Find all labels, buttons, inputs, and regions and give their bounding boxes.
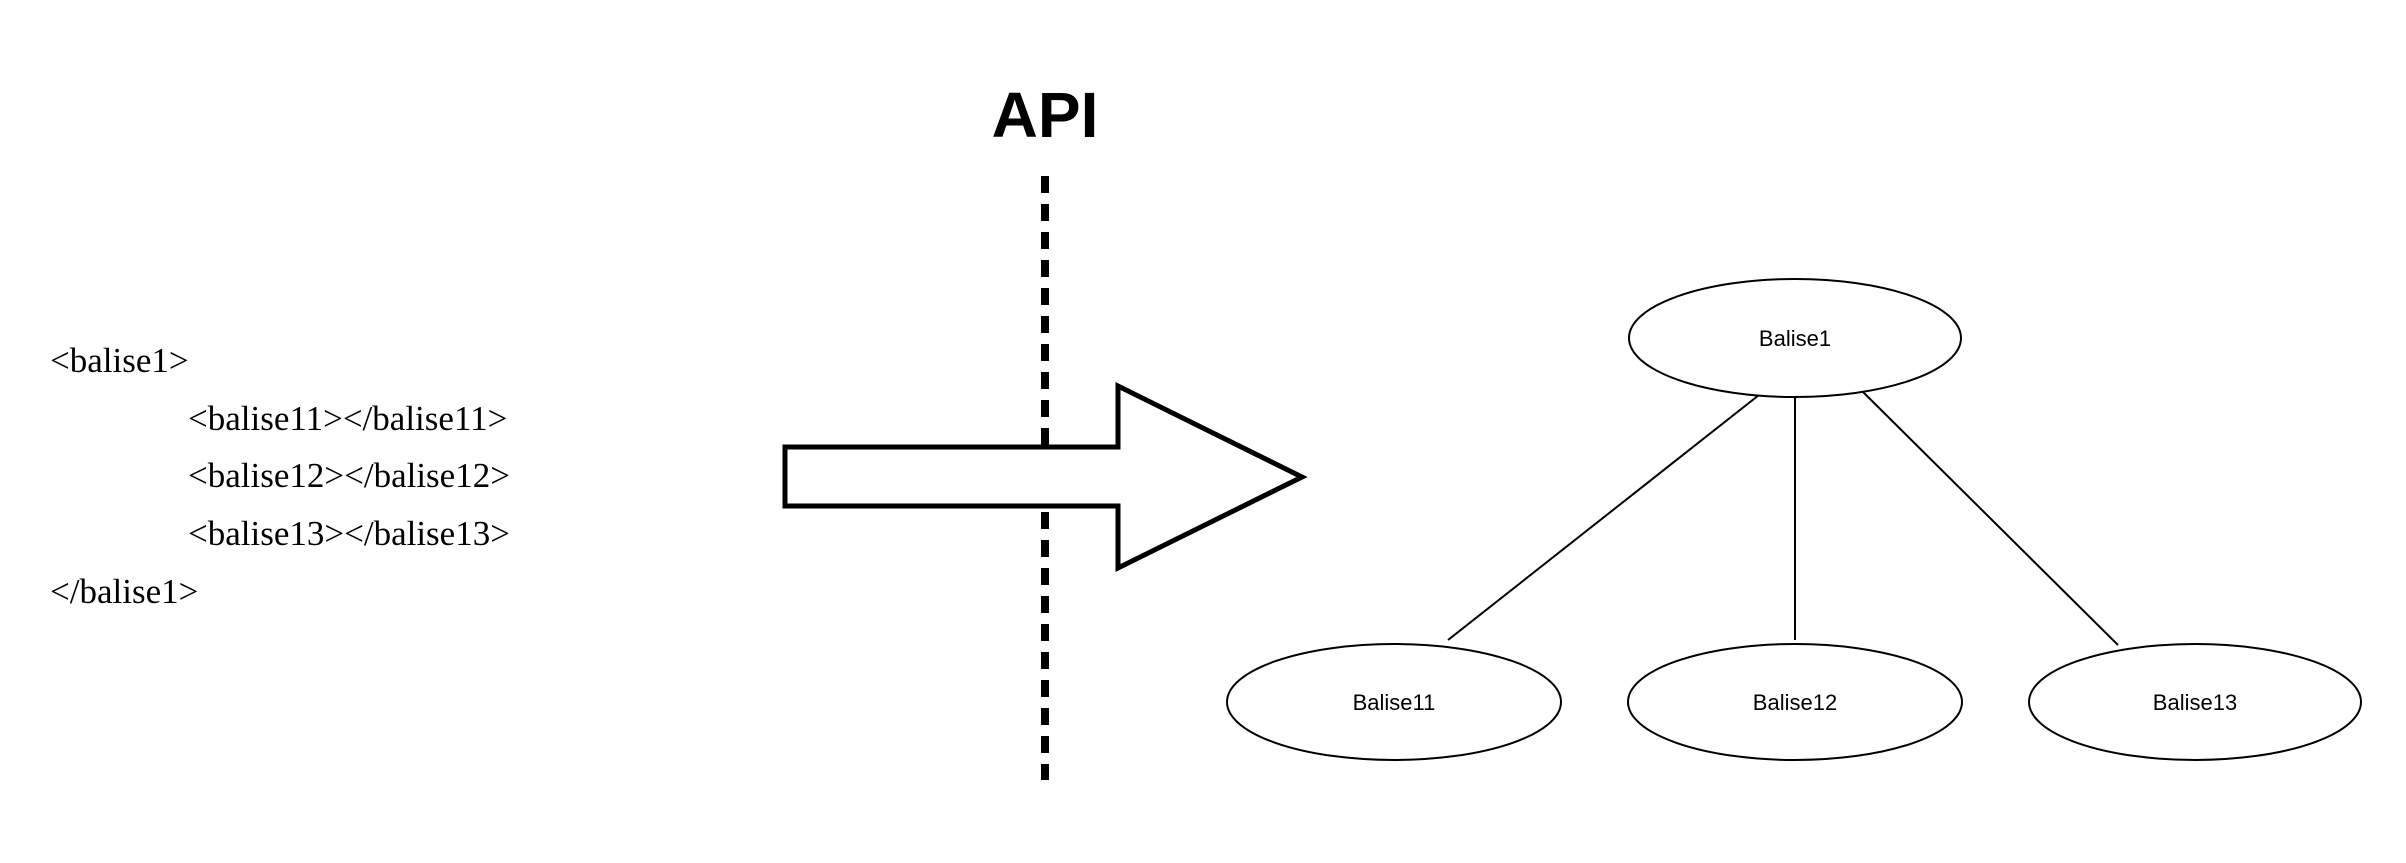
node-ellipse — [1628, 278, 1962, 398]
api-label: API — [992, 79, 1099, 151]
tree-node-child-2: Balise12 — [1627, 643, 1963, 761]
node-label: Balise11 — [1353, 690, 1436, 715]
node-ellipse — [1226, 643, 1562, 761]
node-ellipse — [2028, 643, 2362, 761]
node-ellipse — [1627, 643, 1963, 761]
edge-root-to-child-1 — [1447, 394, 1760, 641]
xml-line-child-3: <balise13></balise13> — [188, 514, 510, 553]
tree-node-child-1: Balise11 — [1226, 643, 1562, 761]
node-label: Balise12 — [1753, 690, 1837, 715]
transform-arrow — [782, 381, 1308, 573]
xml-line-child-1: <balise11></balise11> — [188, 399, 507, 438]
edge-root-to-child-3 — [1861, 390, 2119, 646]
xml-line-open-root: <balise1> — [50, 341, 189, 380]
tree-node-child-3: Balise13 — [2028, 643, 2362, 761]
xml-code-block: <balise1> <balise11></balise11> <balise1… — [50, 341, 510, 611]
xml-line-close-root: </balise1> — [50, 572, 198, 611]
node-label: Balise1 — [1759, 326, 1831, 351]
tree-edges — [1447, 390, 2119, 646]
node-label: Balise13 — [2153, 690, 2237, 715]
xml-line-child-2: <balise12></balise12> — [188, 456, 510, 495]
tree-node-root: Balise1 — [1628, 278, 1962, 398]
